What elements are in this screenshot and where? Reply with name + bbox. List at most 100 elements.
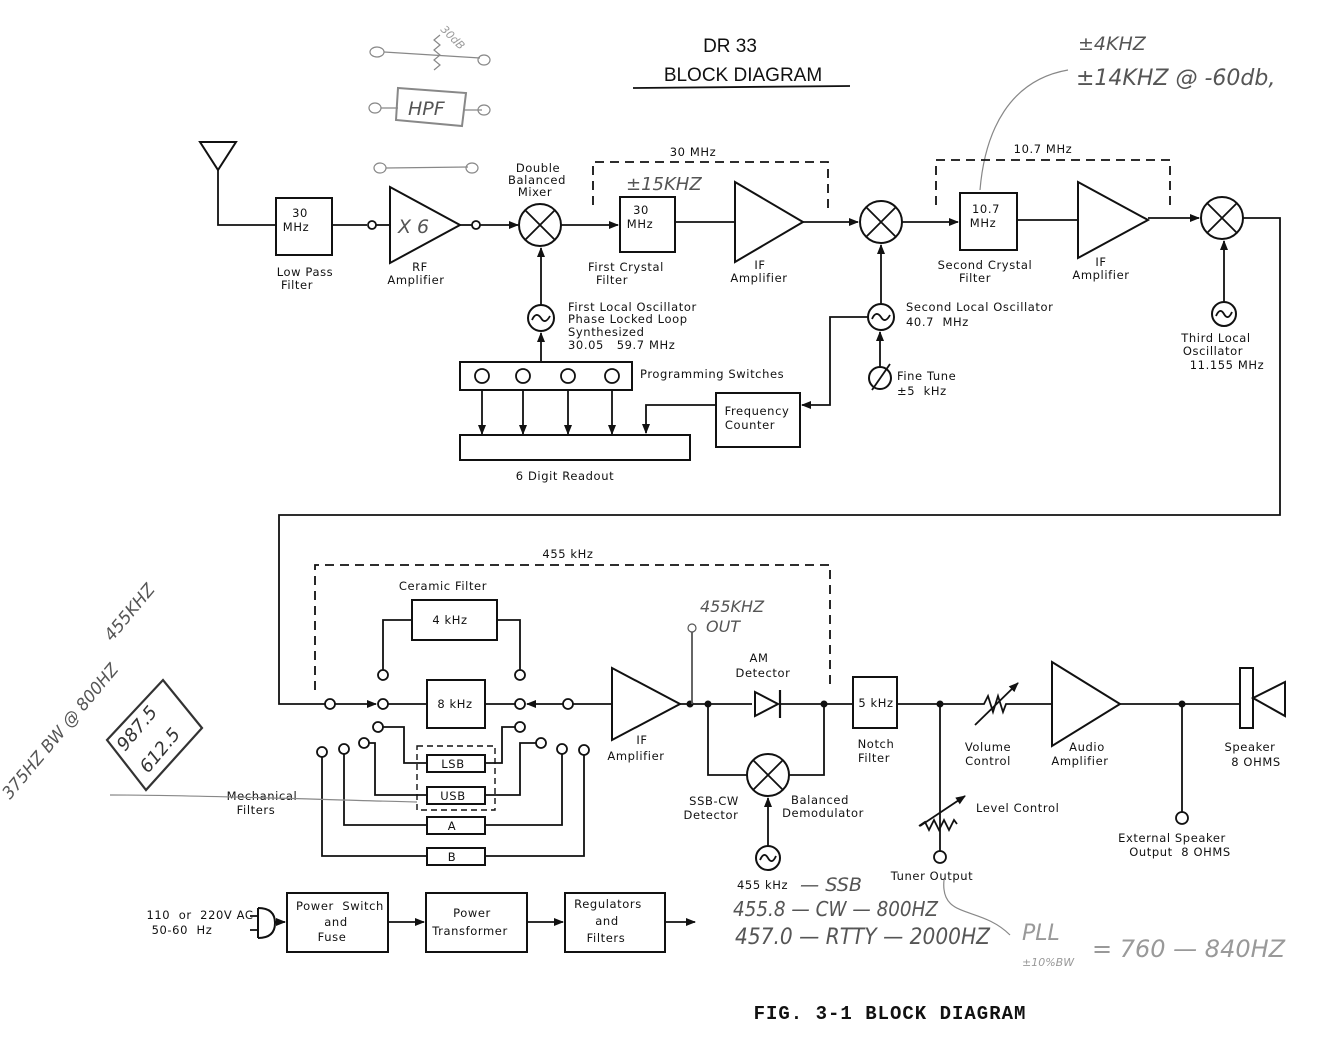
lo3-freq: 11.155 MHz [1190,358,1265,372]
ceramic-filter-block [411,599,498,641]
svg-text:30dB: 30dB [438,23,467,52]
note-top-right-1: ±4KHZ [1078,33,1147,55]
fine-tune-range: ±5 kHz [897,384,947,398]
lo3-label-2: Oscillator [1183,344,1243,358]
handwritten-note-left: 375HZ BW @ 800HZ 455KHZ 987.5 612.5 [0,580,204,803]
mechanical-filter-lsb-label: LSB [441,757,464,771]
second-local-oscillator-icon [867,303,895,331]
lo1-label-3: Synthesized [568,325,644,339]
speaker-icon [1239,667,1286,729]
volume-label-2: Control [965,754,1011,768]
tuner-output-label: Tuner Output [890,869,973,883]
svg-text:HPF: HPF [408,98,446,120]
power-switch-label-2: and [324,915,347,929]
notch-filter-value: 5 kHz [858,696,893,710]
lo2-label: Second Local Oscillator [906,300,1054,314]
diagram-model-title: DR 33 [703,36,757,57]
speaker-label: Speaker [1225,740,1276,754]
handwritten-pll-note: PLL ±10%BW = 760 — 840HZ [1022,921,1286,969]
handwritten-sketch: 30dB HPF [368,23,491,174]
programming-switches-block [459,361,633,391]
filter-selector-contacts [316,721,590,857]
xtal2-label-2: Filter [959,271,991,285]
power-switch-label: Power Switch [296,899,384,913]
first-if-amplifier-block [734,180,805,264]
mechanical-filter-usb-label: USB [440,789,465,803]
diagram-title: BLOCK DIAGRAM [664,65,822,86]
8khz-filter-label: 8 kHz [437,697,472,711]
switch-knobs [474,368,620,384]
mechanical-filter-a-label: A [448,819,456,833]
if-amp-label-2: Amplifier [607,749,664,763]
note-rtty: 457.0 — RTTY — 2000HZ [735,925,991,950]
mixer-2 [859,200,903,244]
rf-amp-label: RF [412,260,428,274]
second-crystal-filter-block [959,192,1018,251]
regulators-filters-block [564,892,666,953]
bal-demod-label: Balanced [791,793,849,807]
if2-label-2: Amplifier [1072,268,1129,282]
tuner-output-jack [933,850,947,864]
audio-amp-label-2: Amplifier [1051,754,1108,768]
bfo-freq-label: 455 kHz [737,878,788,892]
counter-label: Frequency [725,404,790,418]
ext-speaker-label-2: Output 8 OHMS [1129,845,1231,859]
lo1-range: 30.05 59.7 MHz [568,338,675,352]
volume-control-potentiometer-icon [974,682,1052,726]
lpf-value: 30 [292,206,308,220]
antenna-icon [198,141,276,226]
fine-tune-label: Fine Tune [897,369,956,383]
if-amplifier-block [611,666,683,742]
lo1-label: First Local Oscillator [568,300,697,314]
xtal1-label-2: Filter [596,273,628,287]
bal-demod-label-2: Demodulator [782,806,864,820]
mixer-3 [1200,196,1244,240]
xtal1-value: 30 [633,203,649,217]
first-local-oscillator-icon [527,304,555,332]
figure-caption: FIG. 3-1 BLOCK DIAGRAM [754,1003,1027,1025]
if1-label-2: Amplifier [730,271,787,285]
xtal2-label: Second Crystal [938,258,1033,272]
lpf-label-2: Filter [281,278,313,292]
lo2-freq: 40.7 MHz [906,315,969,329]
programming-switches-label: Programming Switches [640,367,784,381]
ssb-cw-label-2: Detector [684,808,739,822]
regulators-label-2: and [595,914,618,928]
xtal1-unit: MHz [627,217,653,231]
second-if-amplifier-block [1077,180,1151,260]
lo3-label: Third Local [1180,331,1250,345]
if-amp-label: IF [636,733,647,747]
notch-filter-block [852,676,898,729]
if-band-label: 455 kHz [542,547,593,561]
mixer-1 [518,203,562,247]
ac-plug-icon [250,907,277,939]
rf-gain-note: X 6 [397,216,429,238]
note-top-right-2: ±14KHZ @ -60db, [1076,66,1275,91]
second-if-band-label: 10.7 MHz [1014,142,1073,156]
mechanical-filters-label-2: Filters [237,803,276,817]
speaker-label-2: 8 OHMS [1231,755,1281,769]
svg-text:375HZ BW @ 800HZ: 375HZ BW @ 800HZ [0,660,123,803]
am-detector-label: AM [750,651,769,665]
digit-readout-block [459,434,691,461]
xtal2-unit: MHz [970,216,996,230]
ac-input-label: 110 or 220V AC [146,908,253,922]
xtal1-label: First Crystal [588,260,664,274]
svg-text:= 760 — 840HZ: = 760 — 840HZ [1092,935,1286,963]
mechanical-filter-b-label: B [448,850,457,864]
8khz-filter-block [426,679,486,729]
first-if-band-label: 30 MHz [670,145,717,159]
ssb-cw-label: SSB-CW [689,794,739,808]
first-crystal-filter-block [619,196,676,253]
rf-amp-label-2: Amplifier [387,273,444,287]
balanced-demodulator-mixer [746,753,790,797]
svg-text:PLL: PLL [1022,921,1060,946]
counter-label-2: Counter [725,418,775,432]
bfo-oscillator-icon [755,845,781,871]
mechanical-filters-label: Mechanical [227,789,298,803]
frequency-counter-block [715,392,801,448]
power-switch-label-3: Fuse [318,930,347,944]
if1-label: IF [754,258,765,272]
note-ssb: — SSB [800,874,862,896]
level-control-label: Level Control [976,801,1059,815]
